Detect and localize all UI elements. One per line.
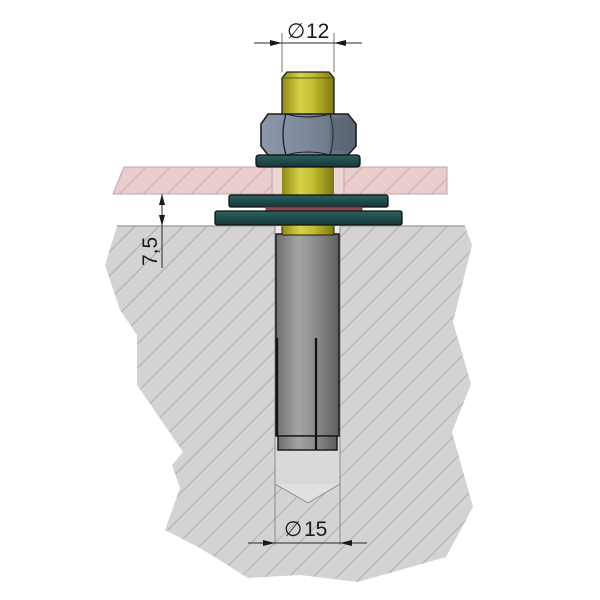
- stud-neck: [281, 225, 335, 236]
- stud-diameter-label: 12: [306, 20, 329, 43]
- hole-diameter-symbol: ∅: [284, 518, 302, 541]
- stud-diameter-symbol: ∅: [287, 20, 305, 43]
- expansion-sleeve: [275, 233, 340, 451]
- dimension-gap-height: 7,5: [139, 194, 165, 268]
- hex-nut: [260, 113, 357, 156]
- threaded-stud-top: [281, 71, 335, 116]
- dimension-stud-diameter: ∅ 12: [254, 20, 362, 72]
- gap-height-label: 7,5: [139, 237, 162, 266]
- dimension-hole-diameter: ∅ 15: [248, 518, 367, 546]
- base-plate: [112, 166, 448, 195]
- leveling-washer-2: [214, 210, 403, 226]
- upper-washer: [255, 154, 361, 168]
- leveling-washer-1: [228, 194, 389, 208]
- hole-diameter-label: 15: [304, 518, 327, 541]
- lower-washer-stack: [214, 194, 403, 226]
